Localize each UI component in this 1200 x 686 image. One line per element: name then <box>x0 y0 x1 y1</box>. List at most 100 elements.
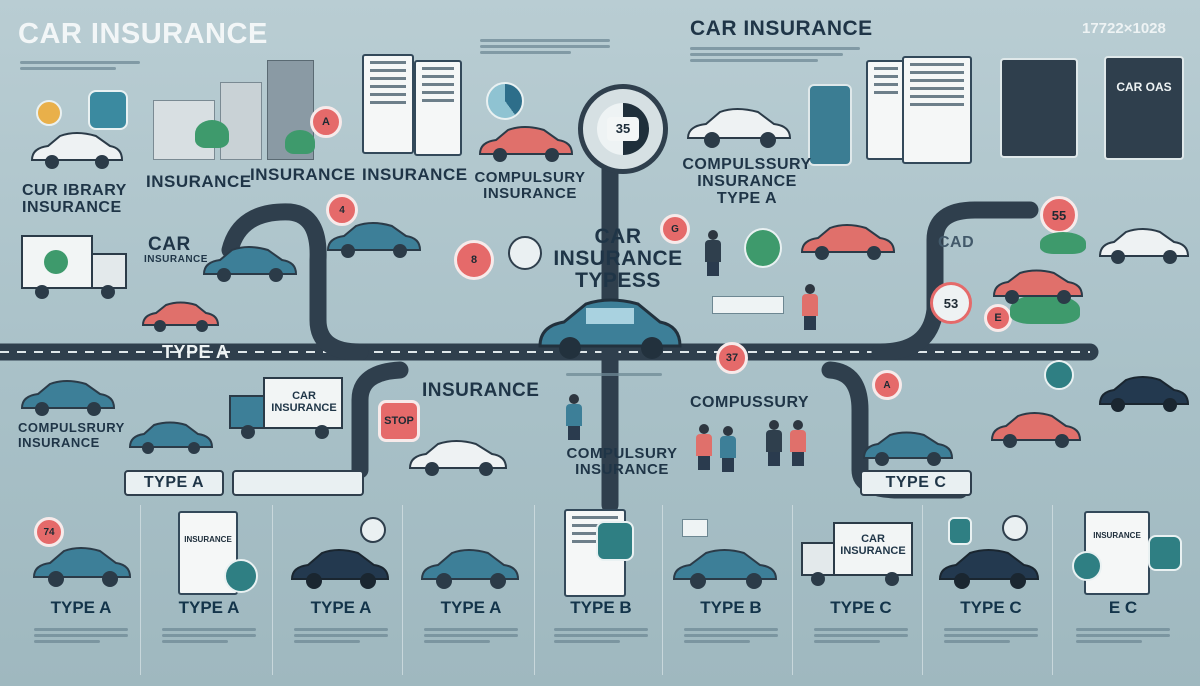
type-card: 74 TYPE A <box>16 505 146 680</box>
insurance-badge-icon <box>224 559 258 593</box>
person-icon-2 <box>802 284 818 330</box>
card-label: TYPE A <box>178 598 240 617</box>
card-text <box>34 625 128 646</box>
phone-app-icon <box>808 84 852 166</box>
car-teal-center <box>534 296 686 367</box>
person-icon-7 <box>790 420 806 466</box>
type-card: TYPE C <box>926 505 1056 680</box>
car-navy-right <box>1096 374 1192 419</box>
card-label: TYPE B <box>570 598 632 617</box>
card-divider <box>922 505 923 675</box>
card-label: TYPE C <box>830 598 892 617</box>
car-white-topleft <box>26 130 126 177</box>
cad-label: CAD <box>938 234 975 251</box>
car-red-top <box>476 124 576 169</box>
type-card: TYPE B <box>536 505 666 680</box>
policy-doc-icon-2 <box>902 56 972 164</box>
info-box-right <box>712 296 784 314</box>
speed-sign-55: 55 <box>1040 196 1078 234</box>
car-teal-lower-right <box>860 430 956 473</box>
speed-sign-icon-2: 4 <box>326 194 358 226</box>
card-label: TYPE A <box>440 598 502 617</box>
car-insurance-small-sub: INSURANCE <box>144 254 208 265</box>
monitor-icon <box>1000 58 1078 158</box>
city-buildings-icon <box>135 60 345 160</box>
type-card: TYPE A <box>276 505 406 680</box>
compulsory-left-label: COMPULSRURY INSURANCE <box>18 420 125 450</box>
clipboard-doc-icon-2 <box>414 60 462 156</box>
person-icon-4 <box>696 424 712 470</box>
insurance-label-1: INSURANCE <box>146 172 252 191</box>
card-text <box>554 625 648 646</box>
shield-icon <box>948 517 972 545</box>
main-subtext <box>20 58 140 73</box>
type-card: INSURANCE TYPE A <box>144 505 274 680</box>
type-c-pill: TYPE C <box>860 470 972 496</box>
car-red-lower-right <box>988 410 1084 455</box>
right-title-subtext <box>690 44 860 65</box>
person-icon-6 <box>766 420 782 466</box>
card-divider <box>1052 505 1053 675</box>
compulsory-type-a-label: COMPULSSURY INSURANCE TYPE A <box>682 156 812 207</box>
type-card: CAR INSURANCE TYPE C <box>796 505 926 680</box>
pie-chart-icon <box>486 82 524 120</box>
card-label: TYPE C <box>960 598 1022 617</box>
card-divider <box>402 505 403 675</box>
car-white-top-right <box>684 106 794 155</box>
insurance-badge-icon <box>1072 551 1102 581</box>
card-label: TYPE B <box>700 598 762 617</box>
truck-label: CAR INSURANCE <box>840 533 906 557</box>
type-a-pill: TYPE A <box>124 470 224 496</box>
speed-sign-icon: A <box>310 106 342 138</box>
type-card: INSURANCE E C <box>1058 505 1188 680</box>
stop-sign-icon: STOP <box>378 400 420 442</box>
clipboard-doc-icon <box>362 54 414 154</box>
card-text <box>1076 625 1170 646</box>
center-title: CAR INSURANCE TYPESS <box>553 225 683 292</box>
type-card: TYPE A <box>406 505 536 680</box>
policy-doc-icon <box>866 60 906 160</box>
car-library-label: CUR IBRARY INSURANCE <box>22 182 127 216</box>
speed-sign-e: E <box>984 304 1012 332</box>
shield-icon <box>596 521 634 561</box>
car-red-left <box>140 300 220 339</box>
insurance-middle-label: INSURANCE <box>422 380 540 401</box>
speed-sign-37: 37 <box>716 342 748 374</box>
card-label: TYPE A <box>310 598 372 617</box>
person-icon-1 <box>705 230 721 276</box>
car-white-lower-center <box>406 438 510 483</box>
speed-sign-icon-3: 8 <box>454 240 494 280</box>
car-teal-lower-left-2 <box>126 420 216 461</box>
shield-icon <box>88 90 128 130</box>
settings-badge-icon <box>1044 360 1074 390</box>
insurance-label-3: INSURANCE <box>362 165 468 184</box>
card-label: E C <box>1108 598 1138 617</box>
car-red-right-2 <box>990 268 1086 309</box>
car-red-right <box>798 222 898 267</box>
clock-icon <box>1002 515 1028 541</box>
type-a-road-label: TYPE A <box>162 342 230 362</box>
insurance-pill <box>232 470 364 496</box>
type-card: TYPE B <box>666 505 796 680</box>
card-text <box>424 625 518 646</box>
poster-icon: CAR OAS <box>1104 56 1184 160</box>
top-center-subtext <box>480 36 610 57</box>
coin-badge-icon <box>36 100 62 126</box>
center-subtext <box>566 370 662 379</box>
insurance-truck-center: CAR INSURANCE <box>226 376 346 447</box>
card-label: TYPE A <box>50 598 112 617</box>
compusury-label: COMPUSSURY <box>690 394 810 411</box>
card-text <box>162 625 256 646</box>
car-white-right <box>1096 226 1192 271</box>
insurance-label-2: INSURANCE <box>250 165 356 184</box>
car-teal-left <box>200 244 300 289</box>
dimensions-label: 17722×1028 <box>1082 20 1166 37</box>
shield-icon <box>1148 535 1182 571</box>
delivery-truck-left <box>20 234 130 305</box>
card-divider <box>140 505 141 675</box>
card-text <box>294 625 388 646</box>
card-divider <box>792 505 793 675</box>
card-divider <box>272 505 273 675</box>
car-teal-lower-left <box>18 378 118 423</box>
speed-sign-icon-4: G <box>660 214 690 244</box>
